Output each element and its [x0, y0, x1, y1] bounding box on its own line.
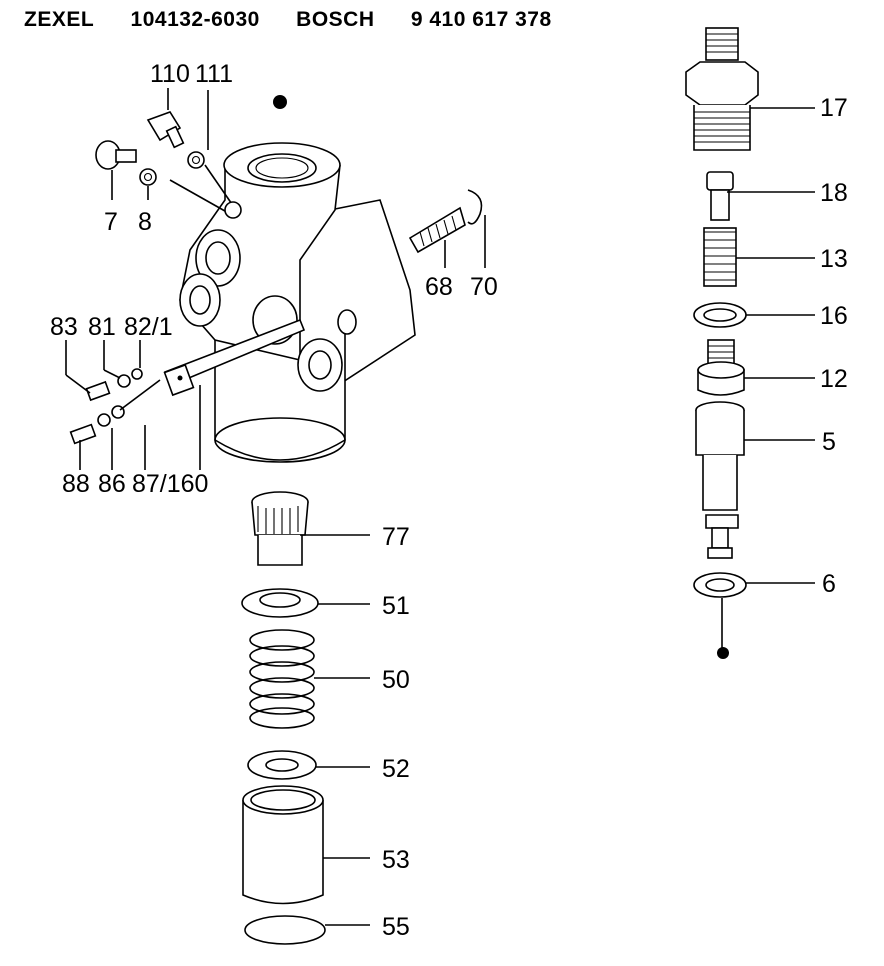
snap-ring-55 — [244, 915, 370, 945]
bleed-screw-assembly — [146, 88, 209, 169]
label-83: 83 — [50, 313, 78, 341]
oem-part-number: 9 410 617 378 — [410, 8, 552, 31]
label-18: 18 — [820, 179, 848, 207]
spring-seat-52 — [247, 750, 370, 780]
label-87-160: 87/160 — [132, 470, 208, 498]
delivery-valve-12 — [697, 339, 815, 396]
lever-screw-assembly — [65, 340, 161, 470]
zexel-part-number: 104132-6030 — [130, 8, 260, 31]
spring-seat-51 — [241, 588, 370, 618]
label-16: 16 — [820, 302, 848, 330]
label-68: 68 — [425, 273, 453, 301]
control-sleeve-77 — [251, 491, 370, 566]
label-13: 13 — [820, 245, 848, 273]
label-51: 51 — [382, 592, 410, 620]
reference-dot-bottom — [717, 647, 729, 659]
valve-spring-13 — [703, 227, 815, 287]
label-81: 81 — [88, 313, 116, 341]
plunger-barrel-5 — [695, 401, 815, 559]
label-8: 8 — [138, 208, 152, 236]
label-52: 52 — [382, 755, 410, 783]
label-53: 53 — [382, 846, 410, 874]
label-88: 88 — [62, 470, 90, 498]
banjo-bolt-assembly — [95, 140, 157, 200]
label-86: 86 — [98, 470, 126, 498]
reference-dot-top — [273, 95, 287, 109]
label-50: 50 — [382, 666, 410, 694]
pump-housing — [163, 95, 416, 470]
label-82-1: 82/1 — [124, 313, 173, 341]
tappet-53 — [242, 785, 370, 905]
label-77: 77 — [382, 523, 410, 551]
label-6: 6 — [822, 570, 836, 598]
volume-reducer-18 — [706, 171, 815, 221]
label-111: 111 — [195, 60, 233, 88]
delivery-valve-holder-17 — [685, 27, 815, 151]
diagram-header: ZEXEL 104132-6030 BOSCH 9 410 617 378 — [24, 8, 582, 32]
oem-brand: BOSCH — [296, 8, 375, 31]
label-7: 7 — [104, 208, 118, 236]
plunger-spring-50 — [249, 629, 370, 729]
label-55: 55 — [382, 913, 410, 941]
label-12: 12 — [820, 365, 848, 393]
gasket-6 — [693, 572, 815, 659]
brand-name: ZEXEL — [24, 8, 95, 31]
label-70: 70 — [470, 273, 498, 301]
label-110: 110 — [150, 60, 190, 88]
gasket-16 — [693, 302, 815, 328]
plug-spring-assembly — [408, 189, 486, 268]
label-17: 17 — [820, 94, 848, 122]
label-5: 5 — [822, 428, 836, 456]
